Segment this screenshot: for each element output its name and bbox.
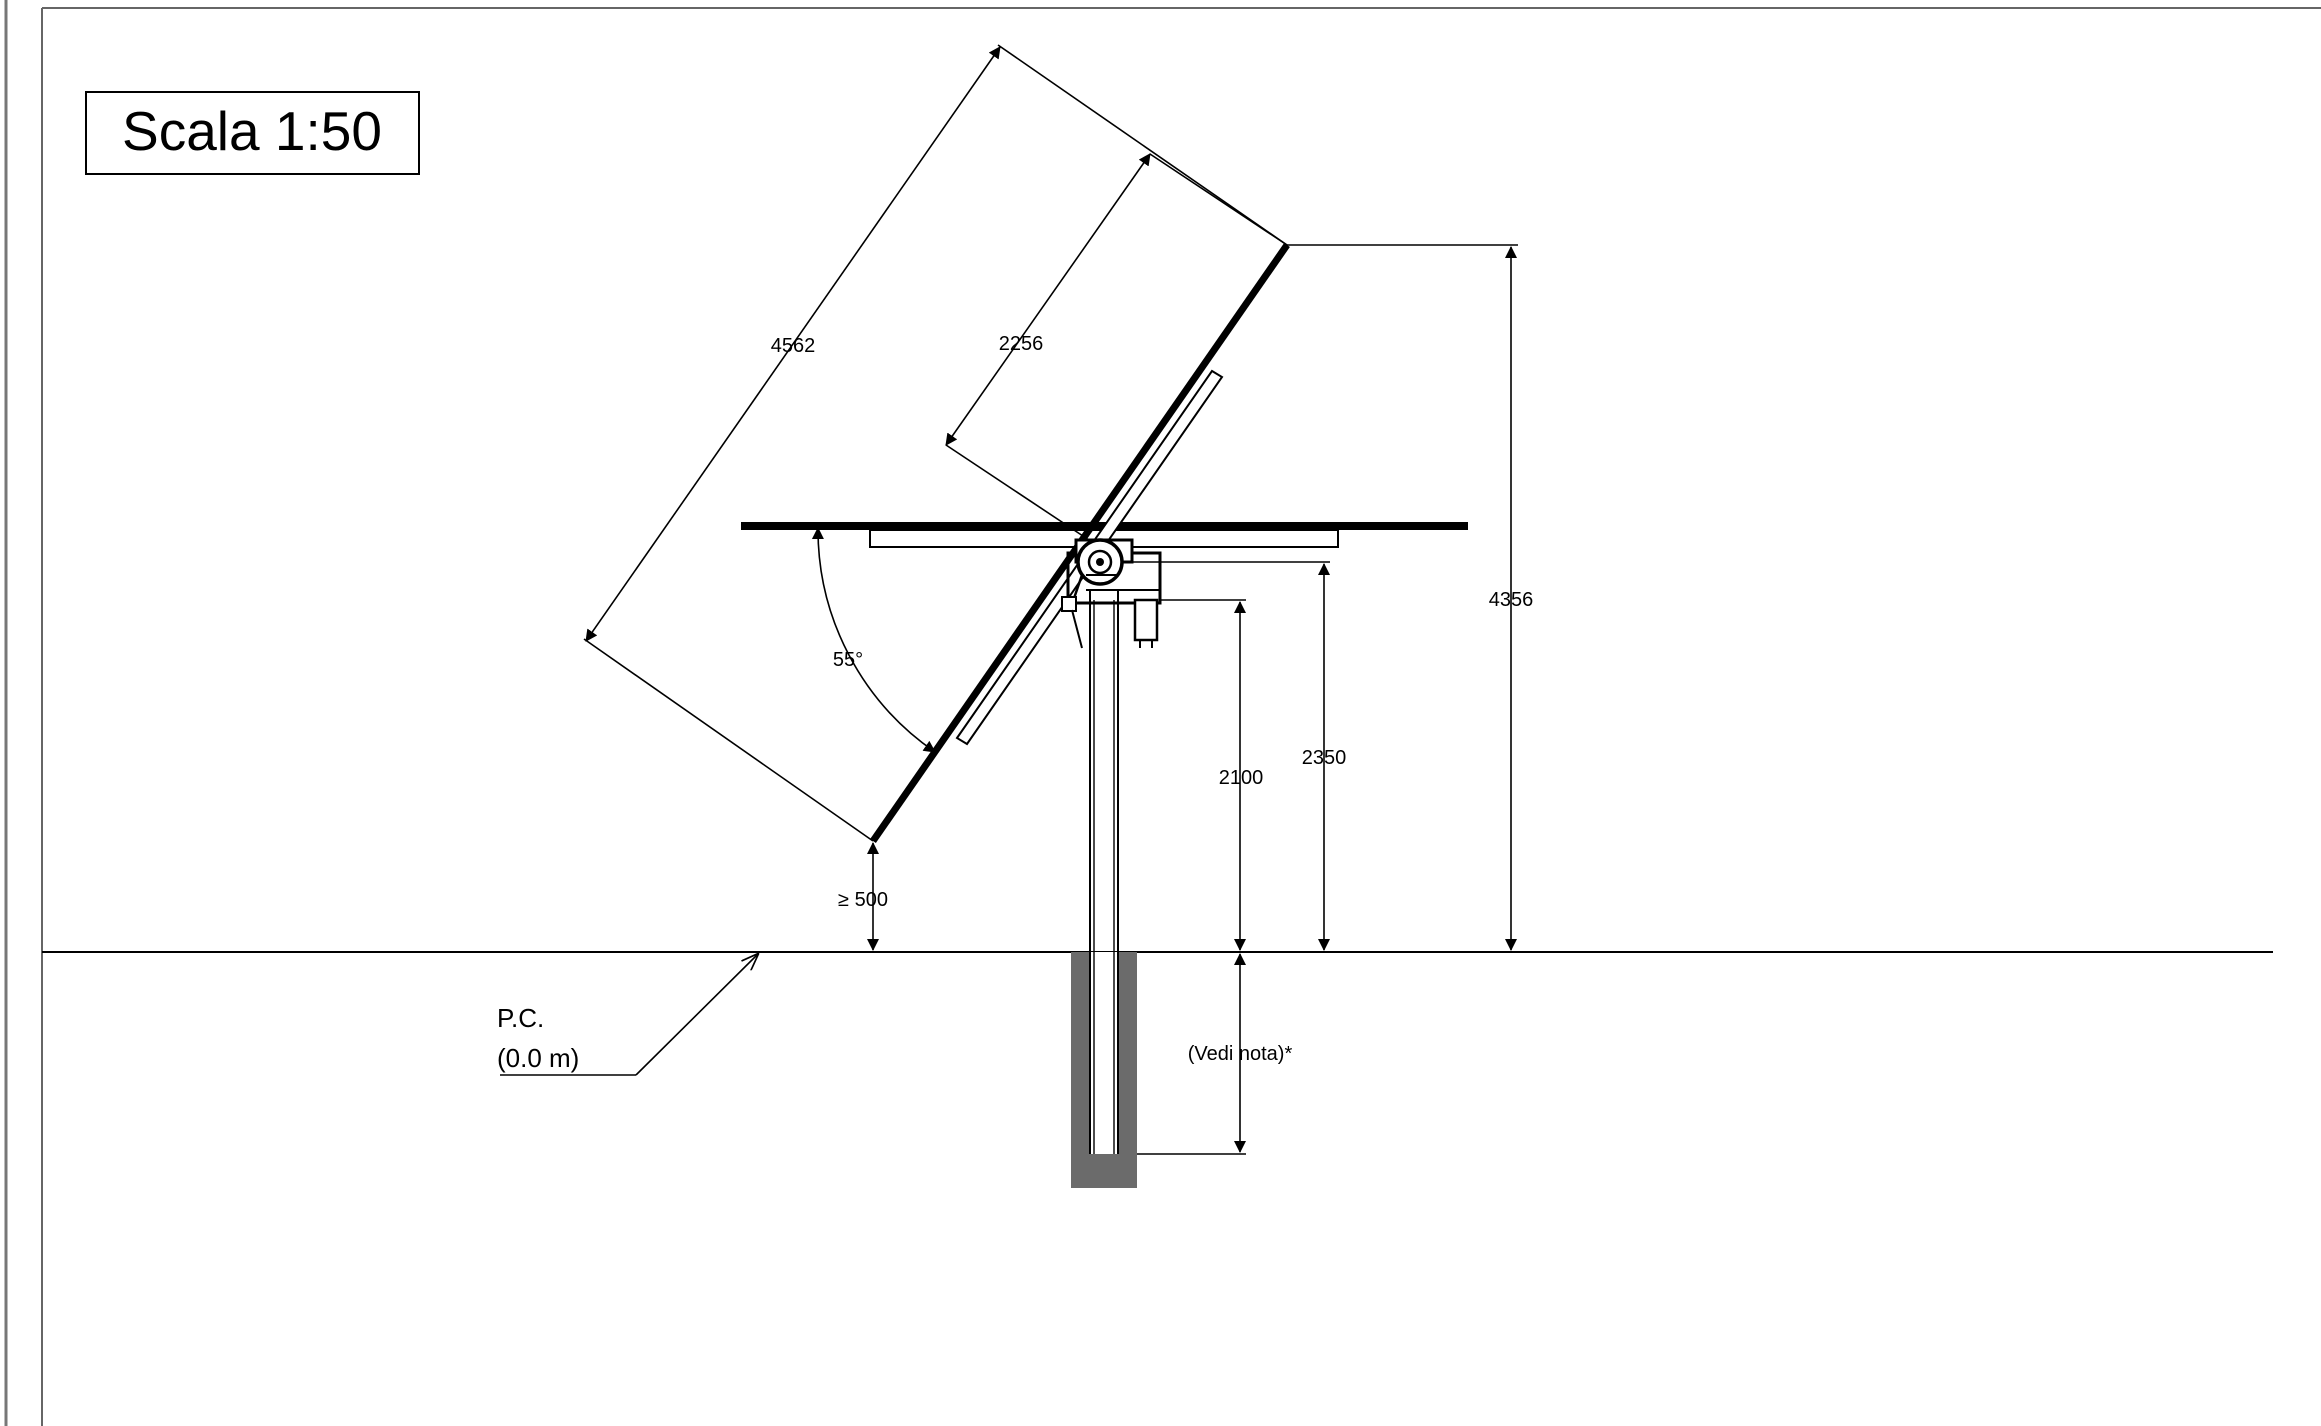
dimension-embedment: (Vedi nota)* xyxy=(1137,953,1293,1155)
scale-label: Scala 1:50 xyxy=(122,100,382,162)
pile xyxy=(1089,590,1119,1154)
tracker-head xyxy=(1061,538,1162,649)
ground-reference-elevation: (0.0 m) xyxy=(497,1043,579,1073)
dimension-min-clearance: ≥ 500 xyxy=(838,842,888,951)
dimension-axis-height-value: 2350 xyxy=(1302,747,1347,769)
scale-box: Scala 1:50 xyxy=(85,91,420,175)
drawing-frame xyxy=(4,0,2321,1426)
dimension-pile-height-value: 2100 xyxy=(1219,767,1264,789)
ground-reference-label: P.C. xyxy=(497,1003,544,1033)
ground-reference: P.C. (0.0 m) xyxy=(497,954,758,1076)
dimension-total-height-value: 4356 xyxy=(1489,589,1534,611)
dimension-min-clearance-value: ≥ 500 xyxy=(838,889,888,911)
dimension-pile-height: 2100 xyxy=(1160,599,1264,951)
dimension-total-height: 4356 xyxy=(1287,244,1534,951)
dimension-panel-length: 4562 xyxy=(583,44,1288,842)
dimension-panel-length-value: 4562 xyxy=(771,335,816,357)
dimension-axis-height: 2350 xyxy=(1130,561,1347,951)
dimension-axis-offset: 2256 xyxy=(945,153,1288,541)
dimension-axis-offset-value: 2256 xyxy=(999,333,1044,355)
foundation xyxy=(1071,952,1137,1188)
dimension-embedment-value: (Vedi nota)* xyxy=(1188,1043,1293,1065)
dimension-tilt-angle: 55° xyxy=(811,527,936,753)
dimension-tilt-angle-value: 55° xyxy=(833,649,863,671)
